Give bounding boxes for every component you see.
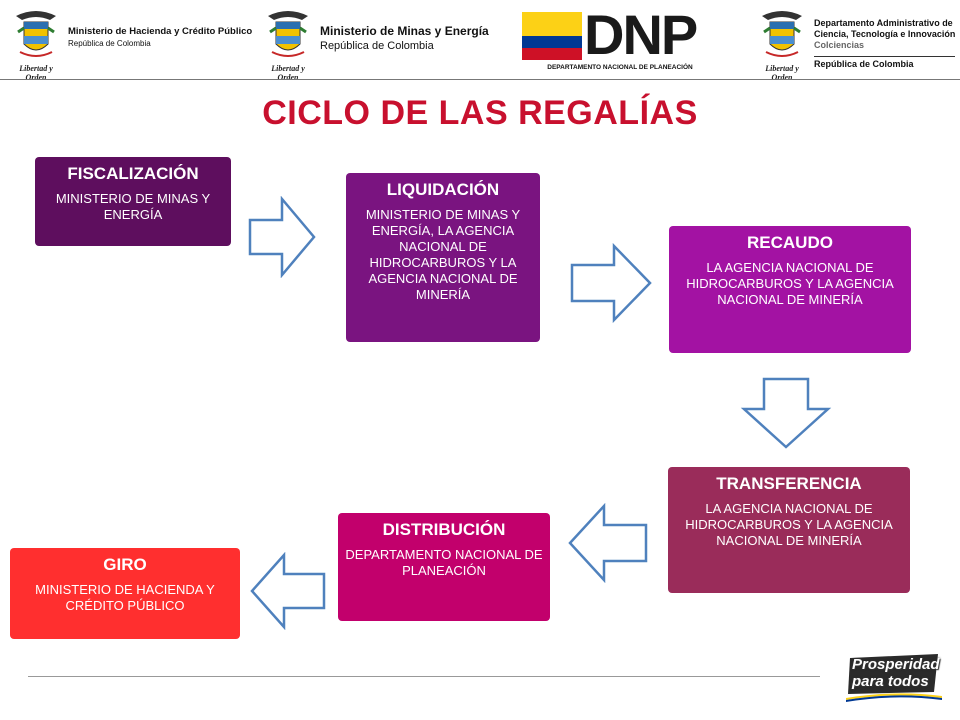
colombia-coat-of-arms-icon xyxy=(268,11,308,57)
colombia-coat-of-arms-icon xyxy=(16,11,56,57)
logo-motto: Libertad y Orden xyxy=(765,64,799,82)
brand-line-2: para todos xyxy=(852,673,929,690)
header-logos: Libertad y Orden Ministerio de Hacienda … xyxy=(0,0,960,82)
prosperidad-para-todos-logo: Prosperidad para todos xyxy=(846,652,942,702)
step-description: MINISTERIO DE MINAS Y ENERGÍA, LA AGENCI… xyxy=(365,207,521,302)
step-distribucion: DISTRIBUCIÓN DEPARTAMENTO NACIONAL DE PL… xyxy=(338,513,550,621)
logo-hacienda-name: Ministerio de Hacienda y Crédito Público xyxy=(68,26,253,37)
footer-divider xyxy=(28,676,820,677)
step-description: DEPARTAMENTO NACIONAL DE PLANEACIÓN xyxy=(345,547,543,578)
step-description: LA AGENCIA NACIONAL DE HIDROCARBUROS Y L… xyxy=(686,260,894,307)
logo-colciencias-line4: República de Colombia xyxy=(814,56,956,70)
step-title: TRANSFERENCIA xyxy=(716,474,862,493)
logo-minas-name: Ministerio de Minas y Energía xyxy=(320,24,489,38)
step-title: LIQUIDACIÓN xyxy=(386,180,500,199)
step-title: GIRO xyxy=(103,555,147,574)
brand-stripes-icon xyxy=(846,693,942,702)
logo-colciencias-line3: Colciencias xyxy=(814,40,865,50)
arrow-down-icon xyxy=(740,377,832,449)
step-fiscalizacion: FISCALIZACIÓN MINISTERIO DE MINAS Y ENER… xyxy=(35,157,231,246)
arrow-right-icon xyxy=(248,196,316,278)
colombia-coat-of-arms-icon xyxy=(762,11,802,57)
step-description: MINISTERIO DE HACIENDA Y CRÉDITO PÚBLICO xyxy=(35,582,215,613)
logo-hacienda: Libertad y Orden Ministerio de Hacienda … xyxy=(10,4,252,82)
page-title: CICLO DE LAS REGALÍAS xyxy=(262,94,698,132)
step-description: MINISTERIO DE MINAS Y ENERGÍA xyxy=(55,191,211,222)
logo-hacienda-text: Ministerio de Hacienda y Crédito Público… xyxy=(68,26,252,50)
dnp-wordmark: DNP xyxy=(584,3,698,66)
brand-text: Prosperidad para todos xyxy=(852,656,940,690)
arrow-left-icon xyxy=(568,503,648,583)
logo-colciencias: Libertad y Orden Departamento Administra… xyxy=(756,4,956,82)
dnp-subtitle: DEPARTAMENTO NACIONAL DE PLANEACIÓN xyxy=(547,64,693,71)
step-transferencia: TRANSFERENCIA LA AGENCIA NACIONAL DE HID… xyxy=(668,467,910,593)
logo-colciencias-line2: Ciencia, Tecnología e Innovación xyxy=(814,29,956,39)
step-giro: GIRO MINISTERIO DE HACIENDA Y CRÉDITO PÚ… xyxy=(10,548,240,639)
step-title: FISCALIZACIÓN xyxy=(67,164,199,183)
arrow-left-icon xyxy=(250,552,326,630)
logo-colciencias-line1: Departamento Administrativo de xyxy=(814,18,953,28)
logo-hacienda-country: República de Colombia xyxy=(68,39,151,48)
arrow-right-icon xyxy=(570,243,652,323)
logo-minas-text: Ministerio de Minas y Energía República … xyxy=(320,24,489,54)
logo-colciencias-text: Departamento Administrativo de Ciencia, … xyxy=(814,18,956,70)
logo-motto: Libertad y Orden xyxy=(271,64,305,82)
brand-line-1: Prosperidad xyxy=(852,656,940,673)
logo-minas-country: República de Colombia xyxy=(320,40,434,52)
step-title: RECAUDO xyxy=(747,233,833,252)
logo-dnp: DNP DEPARTAMENTO NACIONAL DE PLANEACIÓN xyxy=(522,4,718,76)
header-divider xyxy=(0,79,960,80)
logo-minas: Libertad y Orden Ministerio de Minas y E… xyxy=(262,4,492,82)
step-description: LA AGENCIA NACIONAL DE HIDROCARBUROS Y L… xyxy=(685,501,893,548)
step-recaudo: RECAUDO LA AGENCIA NACIONAL DE HIDROCARB… xyxy=(669,226,911,353)
logo-motto: Libertad y Orden xyxy=(19,64,53,82)
step-liquidacion: LIQUIDACIÓN MINISTERIO DE MINAS Y ENERGÍ… xyxy=(346,173,540,342)
colombia-flag-icon xyxy=(522,12,582,60)
step-title: DISTRIBUCIÓN xyxy=(382,520,506,539)
